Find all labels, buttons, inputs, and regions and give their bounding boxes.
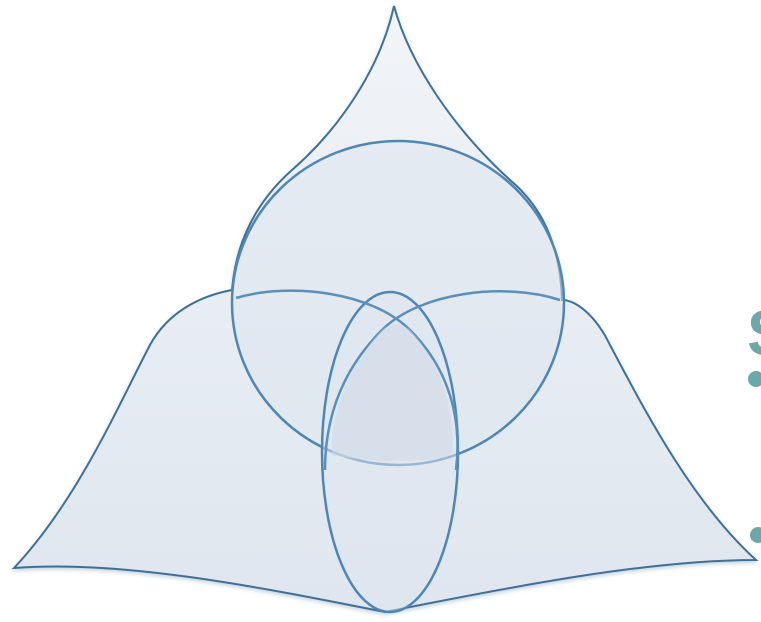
bullet-icon [750, 527, 761, 543]
cut-off-heading-glyph: S [747, 301, 761, 365]
bullet-icon [748, 371, 761, 387]
